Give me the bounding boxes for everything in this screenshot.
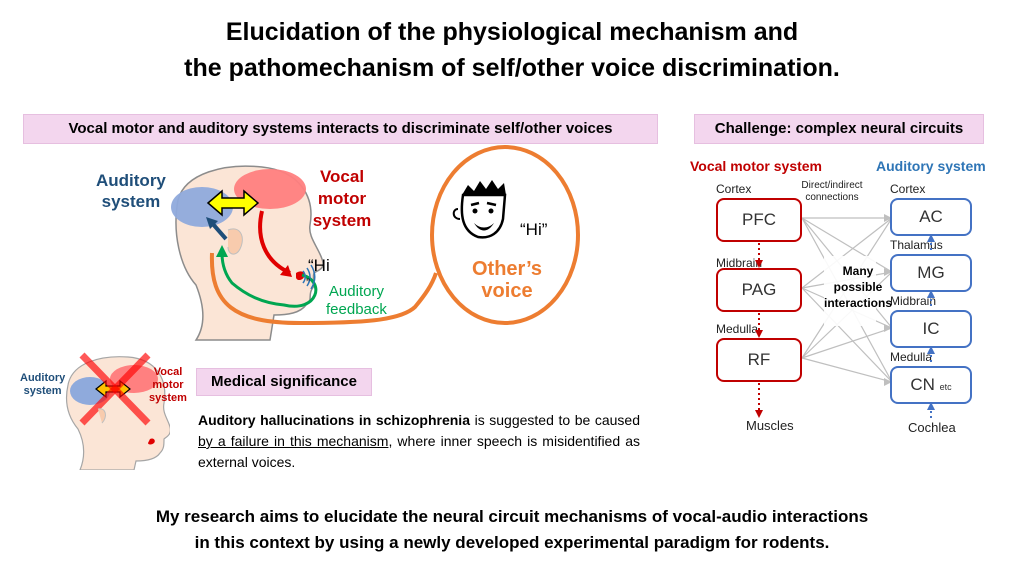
connection-lines (801, 214, 893, 386)
auditory-system-label: Auditory system (96, 170, 166, 212)
direct-indirect-label: Direct/indirect connections (800, 180, 864, 204)
sound-wave-icon (302, 270, 306, 284)
pathway-arrows (755, 234, 935, 420)
small-vocal-line1: Vocal (153, 366, 183, 378)
many-line3: interactions (823, 296, 892, 310)
auditory-feedback-line2: feedback (326, 301, 387, 318)
vocal-output-arrow (258, 210, 291, 275)
self-other-voice-diagram (171, 145, 580, 341)
small-vocal-line3: system (149, 392, 187, 404)
others-voice-line1: Other’s (471, 258, 543, 280)
vocal-region-medulla: Medulla (716, 322, 759, 336)
other-hi-text: “Hi” (520, 220, 548, 239)
node-pfc: PFC (716, 198, 802, 242)
research-aim-line1: My research aims to elucidate the neural… (155, 507, 869, 526)
sound-wave-icon (306, 267, 311, 287)
auditory-region-cortex: Cortex (890, 182, 926, 196)
auditory-system-label-line1: Auditory (96, 171, 166, 190)
auditory-feedback-arrowhead (216, 245, 228, 257)
left-section-header: Vocal motor and auditory systems interac… (23, 114, 658, 144)
mouth-shape (296, 271, 305, 280)
vocal-region-cortex: Cortex (716, 182, 752, 196)
medical-text-part2: , where inner speech is misidentified as… (198, 433, 640, 470)
small-auditory-line1: Auditory (20, 372, 66, 384)
node-pag: PAG (716, 268, 802, 312)
node-ac: AC (890, 198, 972, 236)
medical-paragraph: Auditory hallucinations in schizophrenia… (198, 410, 640, 473)
auditory-feedback-label: Auditory feedback (326, 283, 387, 319)
vocal-output-arrowhead (280, 265, 292, 277)
node-mg: MG (890, 254, 972, 292)
medical-head-diagram (65, 352, 170, 470)
muscles-label: Muscles (746, 418, 794, 433)
other-person-face-icon (452, 180, 507, 239)
others-voice-line2: voice (481, 280, 533, 302)
medical-significance-header: Medical significance (196, 368, 372, 396)
ear-shape (227, 228, 243, 255)
node-cn: CN etc (890, 366, 972, 404)
research-aim-line2: in this context by using a newly develop… (194, 533, 830, 552)
auditory-feedback-line1: Auditory (328, 283, 384, 300)
auditory-region-midbrain: Midbrain (890, 294, 937, 308)
small-auditory-region (70, 377, 110, 405)
medical-bold-text: Auditory hallucinations in schizophrenia (198, 412, 470, 428)
small-auditory-line2: system (23, 385, 62, 397)
page-title-line1: Elucidation of the physiological mechani… (225, 18, 799, 46)
vocal-motor-system-label: Vocal motor system (306, 166, 378, 232)
auditory-region-medulla: Medulla (890, 350, 933, 364)
vocal-motor-label-line1: Vocal (319, 167, 365, 186)
auditory-system-label-line2: system (101, 192, 161, 211)
small-ear (97, 408, 106, 424)
self-hi-text: “Hi (308, 256, 330, 275)
cochlea-label: Cochlea (908, 420, 956, 435)
ear-to-auditory-arrowhead (206, 217, 218, 229)
vocal-motor-label-line3: system (312, 211, 372, 230)
vocal-motor-system-title: Vocal motor system (690, 158, 823, 174)
node-ic: IC (890, 310, 972, 348)
interaction-double-arrow (206, 189, 260, 217)
others-voice-path (209, 252, 438, 326)
node-rf: RF (716, 338, 802, 382)
small-vocal-label: Vocal motor system (146, 366, 190, 405)
others-voice-bubble (430, 145, 580, 325)
right-section-header: Challenge: complex neural circuits (694, 114, 984, 144)
auditory-feedback-loop (220, 252, 318, 308)
many-line1: Many (842, 264, 874, 278)
small-auditory-label: Auditory system (20, 372, 65, 398)
node-cn-label: CN (910, 375, 935, 394)
medical-text-part1: is suggested to be caused (470, 412, 641, 428)
self-hi-close-quote: ” (306, 276, 310, 290)
ear-to-auditory-arrow (210, 221, 228, 241)
vocal-motor-label-line2: motor (317, 189, 367, 208)
direct-indirect-line1: Direct/indirect (801, 180, 863, 191)
many-interactions-label: Many possible interactions (818, 263, 898, 311)
small-mouth (148, 438, 155, 445)
sound-wave-icon (310, 264, 316, 290)
vocal-region-midbrain: Midbrain (716, 256, 763, 270)
node-cn-suffix: etc (939, 382, 952, 392)
failure-cross-icon (79, 352, 151, 426)
others-voice-label: Other’s voice (462, 258, 552, 302)
small-vocal-line2: motor (152, 379, 184, 391)
page-title-line2: the pathomechanism of self/other voice d… (184, 54, 840, 82)
medical-underlined-text: by a failure in this mechanism (198, 433, 389, 449)
auditory-system-title: Auditory system (876, 158, 986, 174)
direct-indirect-line2: connections (805, 192, 859, 203)
many-line2: possible (833, 280, 883, 294)
